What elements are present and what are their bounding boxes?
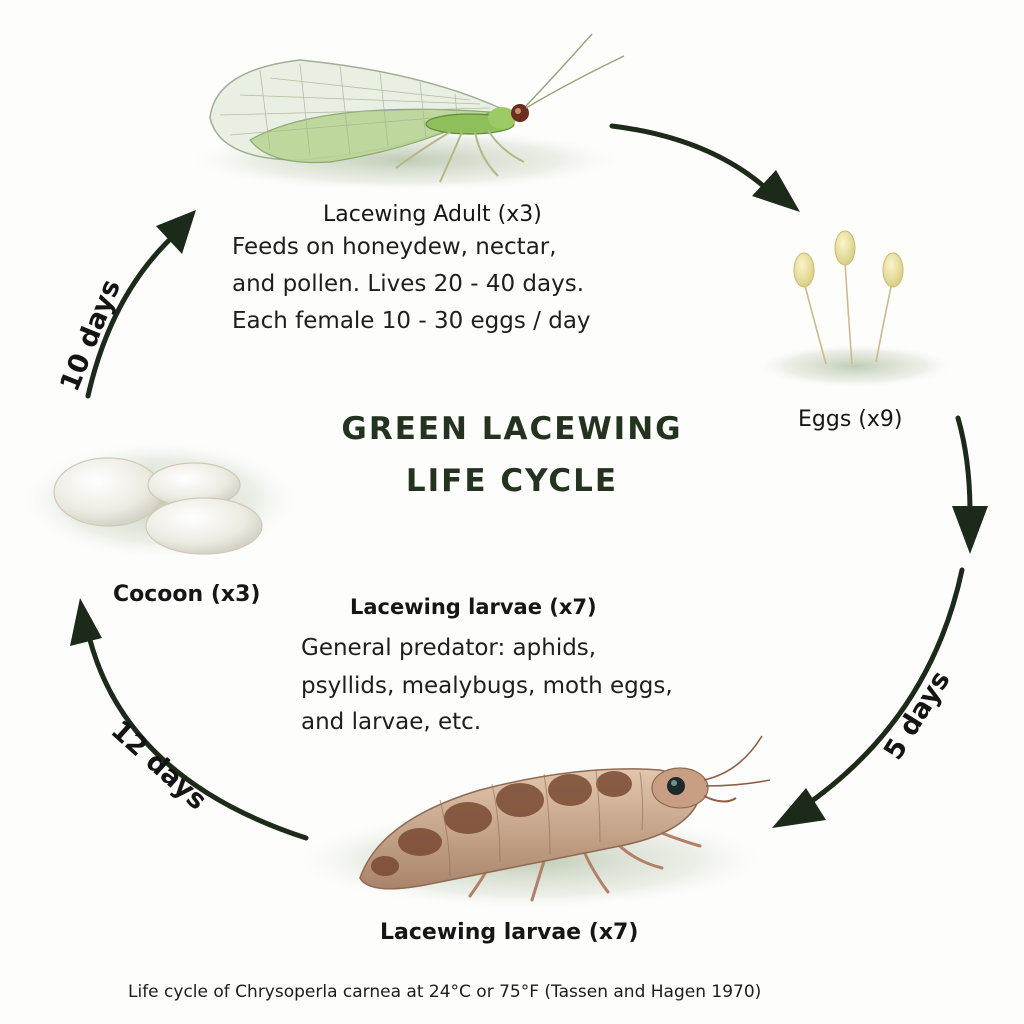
cocoon-label: Cocoon (x3) <box>113 582 260 607</box>
larvae-label: Lacewing larvae (x7) <box>380 920 639 945</box>
arrow-eggs-to-larvae-top-head <box>952 506 988 554</box>
arrow-eggs-to-larvae <box>799 567 965 811</box>
arrow-larvae-to-cocoon <box>87 637 309 841</box>
adult-desc-line3: Each female 10 - 30 eggs / day <box>232 308 591 334</box>
figure-caption: Life cycle of Chrysoperla carnea at 24°C… <box>128 982 762 1002</box>
larva-illustration <box>290 735 771 910</box>
larvae-heading: Lacewing larvae (x7) <box>350 595 597 619</box>
diagram-title-line2: LIFE CYCLE <box>405 463 619 499</box>
arrow-adult-to-eggs-head <box>752 170 800 212</box>
arrow-larvae-to-cocoon-head <box>70 598 102 646</box>
adult-lacewing-illustration <box>185 33 625 192</box>
arrow-eggs-to-larvae-head <box>772 788 826 828</box>
larvae-desc-line1: General predator: aphids, <box>301 635 597 661</box>
eggs-label: Eggs (x9) <box>798 407 903 432</box>
cycle-arrows <box>70 123 988 841</box>
eggs-illustration <box>755 230 955 388</box>
adult-desc-line2: and pollen. Lives 20 - 40 days. <box>232 271 585 297</box>
diagram-title-line1: GREEN LACEWING <box>341 411 683 447</box>
arrow-eggs-to-larvae-top <box>955 415 973 515</box>
cocoon-illustration <box>20 440 300 560</box>
cocoon-label-text: Cocoon (x3) <box>113 582 261 607</box>
adult-desc-line1: Feeds on honeydew, nectar, <box>232 234 557 260</box>
larvae-desc-line3: and larvae, etc. <box>301 709 482 735</box>
arrow-cocoon-to-adult <box>85 227 183 399</box>
arrow-cocoon-to-adult-head <box>156 210 196 254</box>
adult-label: Lacewing Adult (x3) <box>323 202 542 227</box>
arrow-adult-to-eggs <box>609 123 771 193</box>
larvae-desc-line2: psyllids, mealybugs, moth eggs, <box>301 673 673 699</box>
